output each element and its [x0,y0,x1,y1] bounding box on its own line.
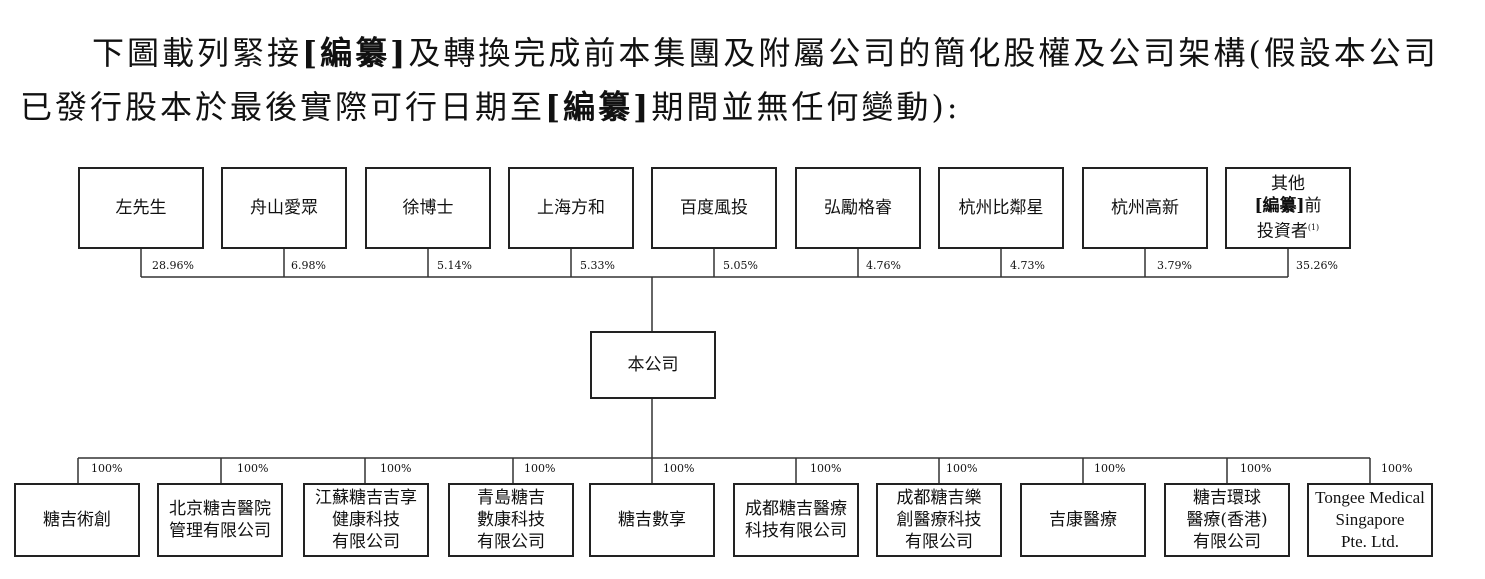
subsidiary-box: 江蘇糖吉吉享 健康科技 有限公司 [303,483,429,557]
shareholder-name: 左先生 [115,198,167,218]
subsidiary-name-line: 有限公司 [1193,532,1261,552]
subsidiary-name-line: 創醫療科技 [896,510,982,530]
subsidiary-box: 糖吉術創 [14,483,140,557]
shareholder-box: 左先生 [78,167,204,249]
company-box: 本公司 [590,331,716,399]
subsidiary-percent: 100% [1381,462,1413,475]
shareholder-box: 舟山愛眾 [221,167,347,249]
intro-text-3: 期間並無任何變動): [651,88,961,126]
ownership-percent: 5.14% [437,259,472,272]
subsidiary-name-line: 健康科技 [332,510,400,530]
subsidiary-name-line: 北京糖吉醫院 [169,499,271,519]
shareholder-name: 徐博士 [402,198,454,218]
subsidiary-name-line: 有限公司 [905,532,973,552]
shareholder-box: 上海方和 [508,167,634,249]
ownership-percent: 6.98% [291,259,326,272]
subsidiary-box: Tongee Medical Singapore Pte. Ltd. [1307,483,1433,557]
subsidiary-name-line: 管理有限公司 [169,521,271,541]
subsidiary-name-line: Pte. Ltd. [1340,532,1400,551]
subsidiary-name-line: 數康科技 [477,510,545,530]
shareholder-name-line: 投資者(1) [1257,217,1319,243]
shareholder-box: 杭州比鄰星 [938,167,1064,249]
ownership-percent: 5.05% [723,259,758,272]
subsidiary-box: 吉康醫療 [1020,483,1146,557]
shareholder-name: 弘勵格睿 [824,198,892,218]
subsidiary-name-line: 成都糖吉醫療 [745,499,847,519]
subsidiary-percent: 100% [237,462,269,475]
ownership-percent: 28.96% [152,259,194,272]
shareholder-name-text: 投資者 [1256,221,1308,242]
subsidiary-name-line: 成都糖吉樂 [896,488,982,508]
shareholder-box: 百度風投 [651,167,777,249]
footnote-marker: (1) [1307,223,1320,233]
shareholder-name-text: 前 [1304,196,1322,217]
subsidiary-name-line: Singapore [1335,510,1405,529]
shareholder-box: 弘勵格睿 [795,167,921,249]
subsidiary-box: 糖吉環球 醫療(香港) 有限公司 [1164,483,1290,557]
shareholder-box: 徐博士 [365,167,491,249]
ownership-percent: 4.76% [866,259,901,272]
intro-paragraph: 下圖載列緊接[編纂]及轉換完成前本集團及附屬公司的簡化股權及公司架構(假設本公司… [20,26,1460,134]
subsidiary-name-line: 吉康醫療 [1049,510,1117,530]
subsidiary-name-line: 糖吉環球 [1193,488,1261,508]
subsidiary-box: 成都糖吉樂 創醫療科技 有限公司 [876,483,1002,557]
subsidiary-name-line: 有限公司 [477,532,545,552]
subsidiary-box: 北京糖吉醫院 管理有限公司 [157,483,283,557]
subsidiary-box: 糖吉數享 [589,483,715,557]
subsidiary-name-line: 糖吉數享 [618,510,686,530]
subsidiary-name-line: 科技有限公司 [745,521,847,541]
shareholder-name: 百度風投 [680,198,748,218]
shareholder-name: 上海方和 [537,198,605,218]
shareholder-name-line: 其他 [1271,174,1305,195]
subsidiary-box: 青島糖吉 數康科技 有限公司 [448,483,574,557]
shareholder-name: 舟山愛眾 [250,198,318,218]
subsidiary-percent: 100% [1094,462,1126,475]
subsidiary-name-line: 青島糖吉 [477,488,545,508]
shareholder-name-line: [編纂]前 [1254,195,1321,217]
redacted-marker: [編纂] [545,88,652,126]
ownership-percent: 35.26% [1296,259,1338,272]
subsidiary-box: 成都糖吉醫療 科技有限公司 [733,483,859,557]
subsidiary-name-line: 有限公司 [332,532,400,552]
redacted-marker: [編纂] [302,34,409,72]
subsidiary-percent: 100% [524,462,556,475]
intro-text-2: 及轉換完成前本集團及附屬公司的簡化股權及公司架構(假設本公司已發行股本於最後實際… [20,34,1439,126]
shareholder-box: 其他 [編纂]前 投資者(1) [1225,167,1351,249]
intro-text-1: 下圖載列緊接 [92,34,303,72]
subsidiary-percent: 100% [91,462,123,475]
ownership-percent: 3.79% [1157,259,1192,272]
ownership-percent: 5.33% [580,259,615,272]
shareholder-name: 杭州比鄰星 [958,198,1044,218]
redacted-marker: [編纂] [1254,196,1305,217]
subsidiary-name-line: 糖吉術創 [43,510,111,530]
shareholder-box: 杭州高新 [1082,167,1208,249]
subsidiary-percent: 100% [810,462,842,475]
ownership-percent: 4.73% [1010,259,1045,272]
subsidiary-percent: 100% [1240,462,1272,475]
company-name: 本公司 [627,355,679,375]
subsidiary-percent: 100% [380,462,412,475]
subsidiary-percent: 100% [946,462,978,475]
subsidiary-name-line: Tongee Medical [1315,488,1425,507]
shareholder-name: 杭州高新 [1111,198,1179,218]
subsidiary-percent: 100% [663,462,695,475]
subsidiary-name-line: 醫療(香港) [1186,510,1268,530]
subsidiary-name-line: 江蘇糖吉吉享 [315,488,417,508]
